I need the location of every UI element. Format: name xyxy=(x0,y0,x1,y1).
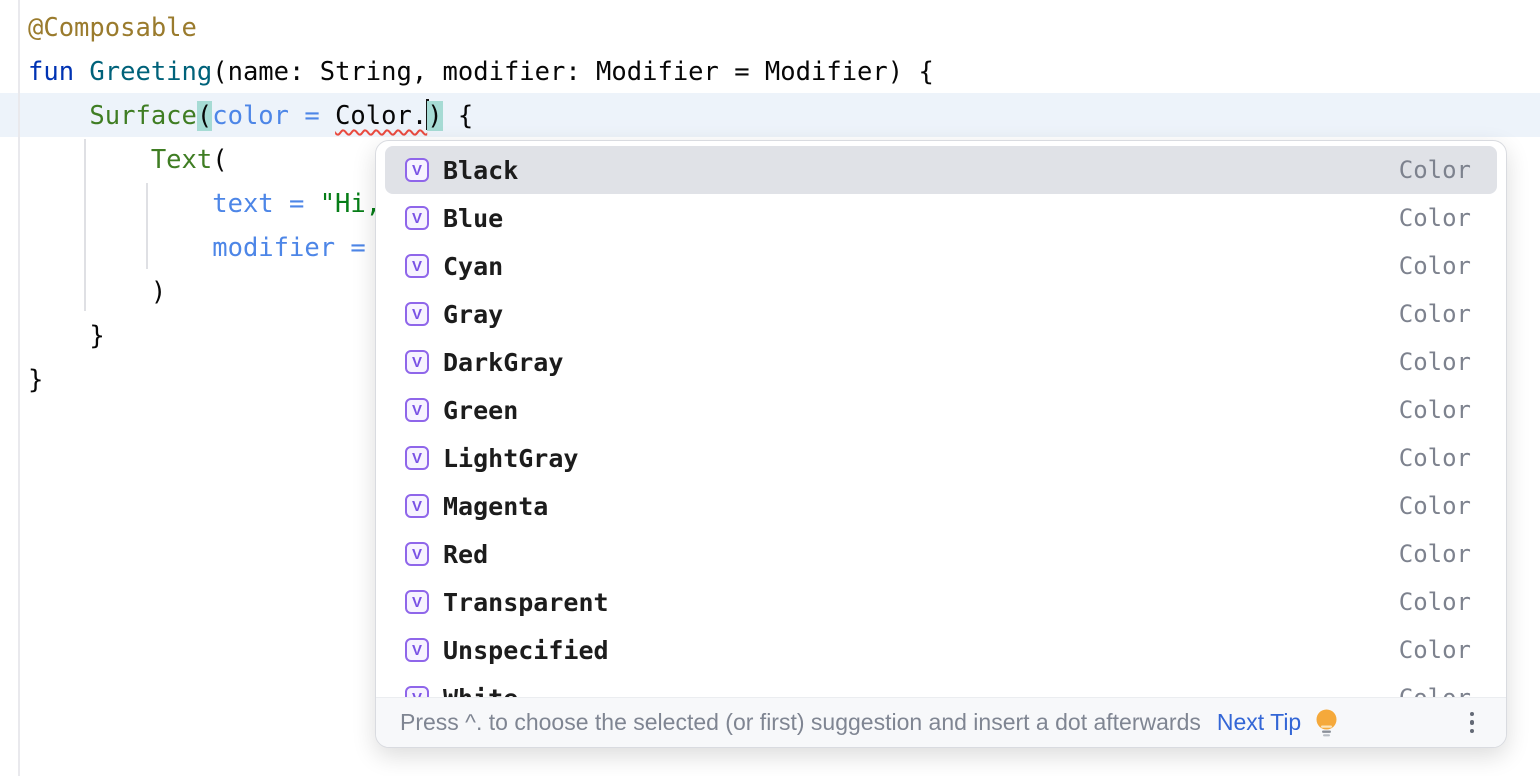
code-line[interactable]: text = "Hi, xyxy=(0,182,1540,226)
completion-popup: V Black Color V Blue Color V Cyan Color … xyxy=(375,140,1507,748)
item-type: Color xyxy=(1398,492,1471,520)
completion-item[interactable]: V DarkGray Color xyxy=(385,338,1497,386)
value-icon-letter: V xyxy=(411,497,422,515)
completion-list: V Black Color V Blue Color V Cyan Color … xyxy=(376,141,1506,722)
item-type: Color xyxy=(1398,444,1471,472)
composable-call-token: Text xyxy=(150,145,213,175)
item-type: Color xyxy=(1398,396,1471,424)
caret-row-highlight xyxy=(0,93,1540,137)
function-name-token: Greeting xyxy=(89,57,213,87)
code-text: } xyxy=(28,365,44,395)
item-label: Green xyxy=(443,395,519,425)
named-argument-token: text = xyxy=(212,189,320,219)
item-type: Color xyxy=(1398,348,1471,376)
item-label: Black xyxy=(443,155,519,185)
code-line[interactable]: } xyxy=(0,358,1540,402)
item-label: Blue xyxy=(443,203,504,233)
code-text xyxy=(28,189,212,219)
kebab-menu-icon[interactable] xyxy=(1466,708,1479,738)
completion-item[interactable]: V Red Color xyxy=(385,530,1497,578)
indent-guide xyxy=(84,139,86,311)
item-type: Color xyxy=(1398,540,1471,568)
code-line[interactable]: modifier = xyxy=(0,226,1540,270)
value-icon-letter: V xyxy=(411,401,422,419)
item-type: Color xyxy=(1398,156,1471,184)
code-area: @Composable fun Greeting(name: String, m… xyxy=(0,6,1540,402)
code-text xyxy=(28,233,212,263)
item-label: Transparent xyxy=(443,587,609,617)
completion-item[interactable]: V Black Color xyxy=(385,146,1497,194)
code-line[interactable]: fun Greeting(name: String, modifier: Mod… xyxy=(0,50,1540,94)
value-icon: V xyxy=(405,446,429,470)
completion-hint-bar: Press ^. to choose the selected (or firs… xyxy=(376,697,1506,747)
code-text xyxy=(28,145,151,175)
keyword-token: fun xyxy=(28,57,75,87)
value-icon-letter: V xyxy=(411,257,422,275)
item-type: Color xyxy=(1398,636,1471,664)
value-icon: V xyxy=(405,254,429,278)
value-icon: V xyxy=(405,638,429,662)
item-label: LightGray xyxy=(443,443,579,473)
value-icon-letter: V xyxy=(411,449,422,467)
code-text: } xyxy=(28,321,105,351)
completion-item[interactable]: V Gray Color xyxy=(385,290,1497,338)
matched-brace: ) xyxy=(427,101,443,131)
hint-text: Press ^. to choose the selected (or firs… xyxy=(400,709,1201,735)
value-icon: V xyxy=(405,158,429,182)
code-text: (name: String, modifier: Modifier = Modi… xyxy=(212,57,934,87)
gutter-separator xyxy=(18,0,20,776)
completion-item[interactable]: V Green Color xyxy=(385,386,1497,434)
value-icon: V xyxy=(405,398,429,422)
code-line[interactable]: ) xyxy=(0,270,1540,314)
completion-item[interactable]: V LightGray Color xyxy=(385,434,1497,482)
matched-brace: ( xyxy=(196,101,213,131)
completion-item[interactable]: V Magenta Color xyxy=(385,482,1497,530)
code-line[interactable]: Text( xyxy=(0,138,1540,182)
item-label: Red xyxy=(443,539,489,569)
item-label: Gray xyxy=(443,299,504,329)
code-line[interactable]: @Composable xyxy=(0,6,1540,50)
indent-guide xyxy=(146,183,148,269)
code-text xyxy=(28,101,89,131)
value-icon-letter: V xyxy=(411,545,422,563)
item-type: Color xyxy=(1398,300,1471,328)
item-type: Color xyxy=(1398,252,1471,280)
code-text: ( xyxy=(212,145,228,175)
value-icon: V xyxy=(405,302,429,326)
item-label: Magenta xyxy=(443,491,549,521)
value-icon-letter: V xyxy=(411,353,422,371)
code-text: ) xyxy=(28,277,167,307)
item-label: DarkGray xyxy=(443,347,564,377)
named-argument-token: modifier = xyxy=(212,233,382,263)
error-token: Color. xyxy=(335,101,428,131)
code-text: { xyxy=(442,101,474,131)
code-line[interactable]: Surface(color = Color.) { xyxy=(0,94,1540,138)
code-line[interactable]: } xyxy=(0,314,1540,358)
value-icon: V xyxy=(405,590,429,614)
value-icon-letter: V xyxy=(411,593,422,611)
value-icon-letter: V xyxy=(411,305,422,323)
named-argument-token: color = xyxy=(212,101,336,131)
item-type: Color xyxy=(1398,204,1471,232)
composable-call-token: Surface xyxy=(89,101,197,131)
value-icon: V xyxy=(405,542,429,566)
lightbulb-icon xyxy=(1316,709,1337,736)
annotation-token: @Composable xyxy=(28,13,197,43)
value-icon: V xyxy=(405,206,429,230)
completion-item[interactable]: V Transparent Color xyxy=(385,578,1497,626)
item-label: Unspecified xyxy=(443,635,609,665)
item-type: Color xyxy=(1398,588,1471,616)
value-icon: V xyxy=(405,350,429,374)
completion-item[interactable]: V Unspecified Color xyxy=(385,626,1497,674)
code-text xyxy=(74,57,89,87)
string-token: "Hi, xyxy=(319,189,382,219)
next-tip-link[interactable]: Next Tip xyxy=(1216,709,1302,735)
completion-item[interactable]: V Cyan Color xyxy=(385,242,1497,290)
completion-item[interactable]: V Blue Color xyxy=(385,194,1497,242)
item-label: Cyan xyxy=(443,251,504,281)
value-icon: V xyxy=(405,494,429,518)
value-icon-letter: V xyxy=(411,161,422,179)
value-icon-letter: V xyxy=(411,209,422,227)
value-icon-letter: V xyxy=(411,641,422,659)
